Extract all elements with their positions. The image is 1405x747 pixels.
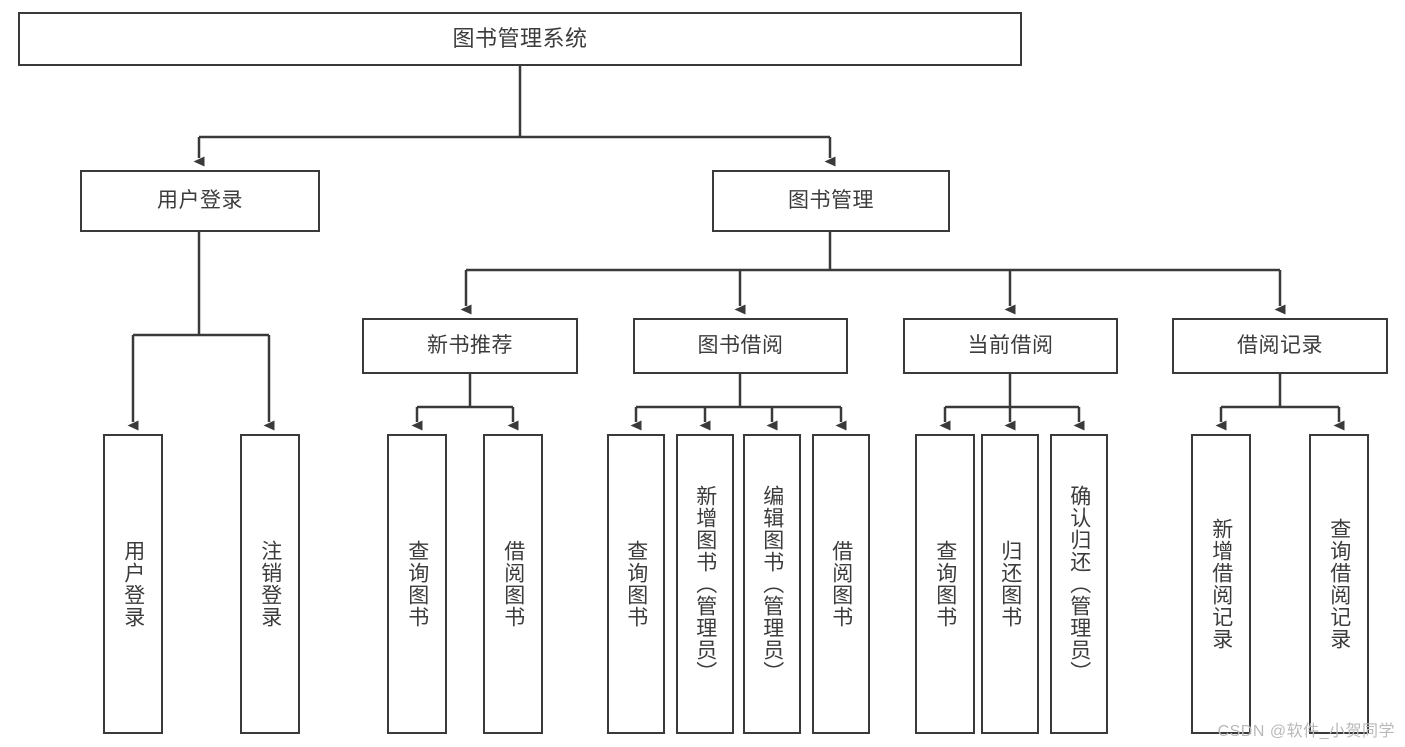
node-label: 查询图书 [405,540,429,628]
leaf-borrow-book-1[interactable]: 借阅图书 [483,434,543,734]
node-root-system[interactable]: 图书管理系统 [18,12,1022,66]
node-label: 用户登录 [121,540,145,628]
node-label: 新增图书（管理员） [693,485,717,683]
node-label: 查询图书 [624,540,648,628]
node-label: 编辑图书（管理员） [760,485,784,683]
leaf-query-book-3[interactable]: 查询图书 [915,434,975,734]
csdn-watermark: CSDN @软件_小贺同学 [1217,723,1395,740]
leaf-query-record[interactable]: 查询借阅记录 [1309,434,1369,734]
node-book-manage[interactable]: 图书管理 [712,170,950,232]
leaf-query-book-1[interactable]: 查询图书 [387,434,447,734]
node-label: 当前借阅 [967,333,1054,357]
node-label: 借阅记录 [1237,333,1323,357]
node-label: 查询借阅记录 [1327,518,1351,650]
node-borrow-record[interactable]: 借阅记录 [1172,318,1388,374]
leaf-query-book-2[interactable]: 查询图书 [607,434,665,734]
node-label: 图书借阅 [697,333,784,357]
leaf-confirm-return[interactable]: 确认归还（管理员） [1050,434,1108,734]
node-current-borrow[interactable]: 当前借阅 [903,318,1118,374]
node-user-login[interactable]: 用户登录 [80,170,320,232]
leaf-user-login[interactable]: 用户登录 [103,434,163,734]
node-label: 用户登录 [157,188,243,212]
node-new-book-recommend[interactable]: 新书推荐 [362,318,578,374]
node-label: 借阅图书 [501,540,525,628]
node-label: 归还图书 [998,540,1022,628]
node-label: 图书管理系统 [452,26,588,52]
leaf-user-logout[interactable]: 注销登录 [240,434,300,734]
node-label: 新书推荐 [427,333,513,357]
node-book-borrow[interactable]: 图书借阅 [633,318,848,374]
node-label: 注销登录 [258,540,282,628]
leaf-return-book[interactable]: 归还图书 [981,434,1039,734]
leaf-add-book[interactable]: 新增图书（管理员） [676,434,734,734]
leaf-add-record[interactable]: 新增借阅记录 [1191,434,1251,734]
node-label: 查询图书 [933,540,957,628]
node-label: 确认归还（管理员） [1067,485,1091,683]
node-label: 新增借阅记录 [1209,518,1233,650]
leaf-borrow-book-2[interactable]: 借阅图书 [812,434,870,734]
node-label: 借阅图书 [829,540,853,628]
node-label: 图书管理 [788,188,874,212]
leaf-edit-book[interactable]: 编辑图书（管理员） [743,434,801,734]
